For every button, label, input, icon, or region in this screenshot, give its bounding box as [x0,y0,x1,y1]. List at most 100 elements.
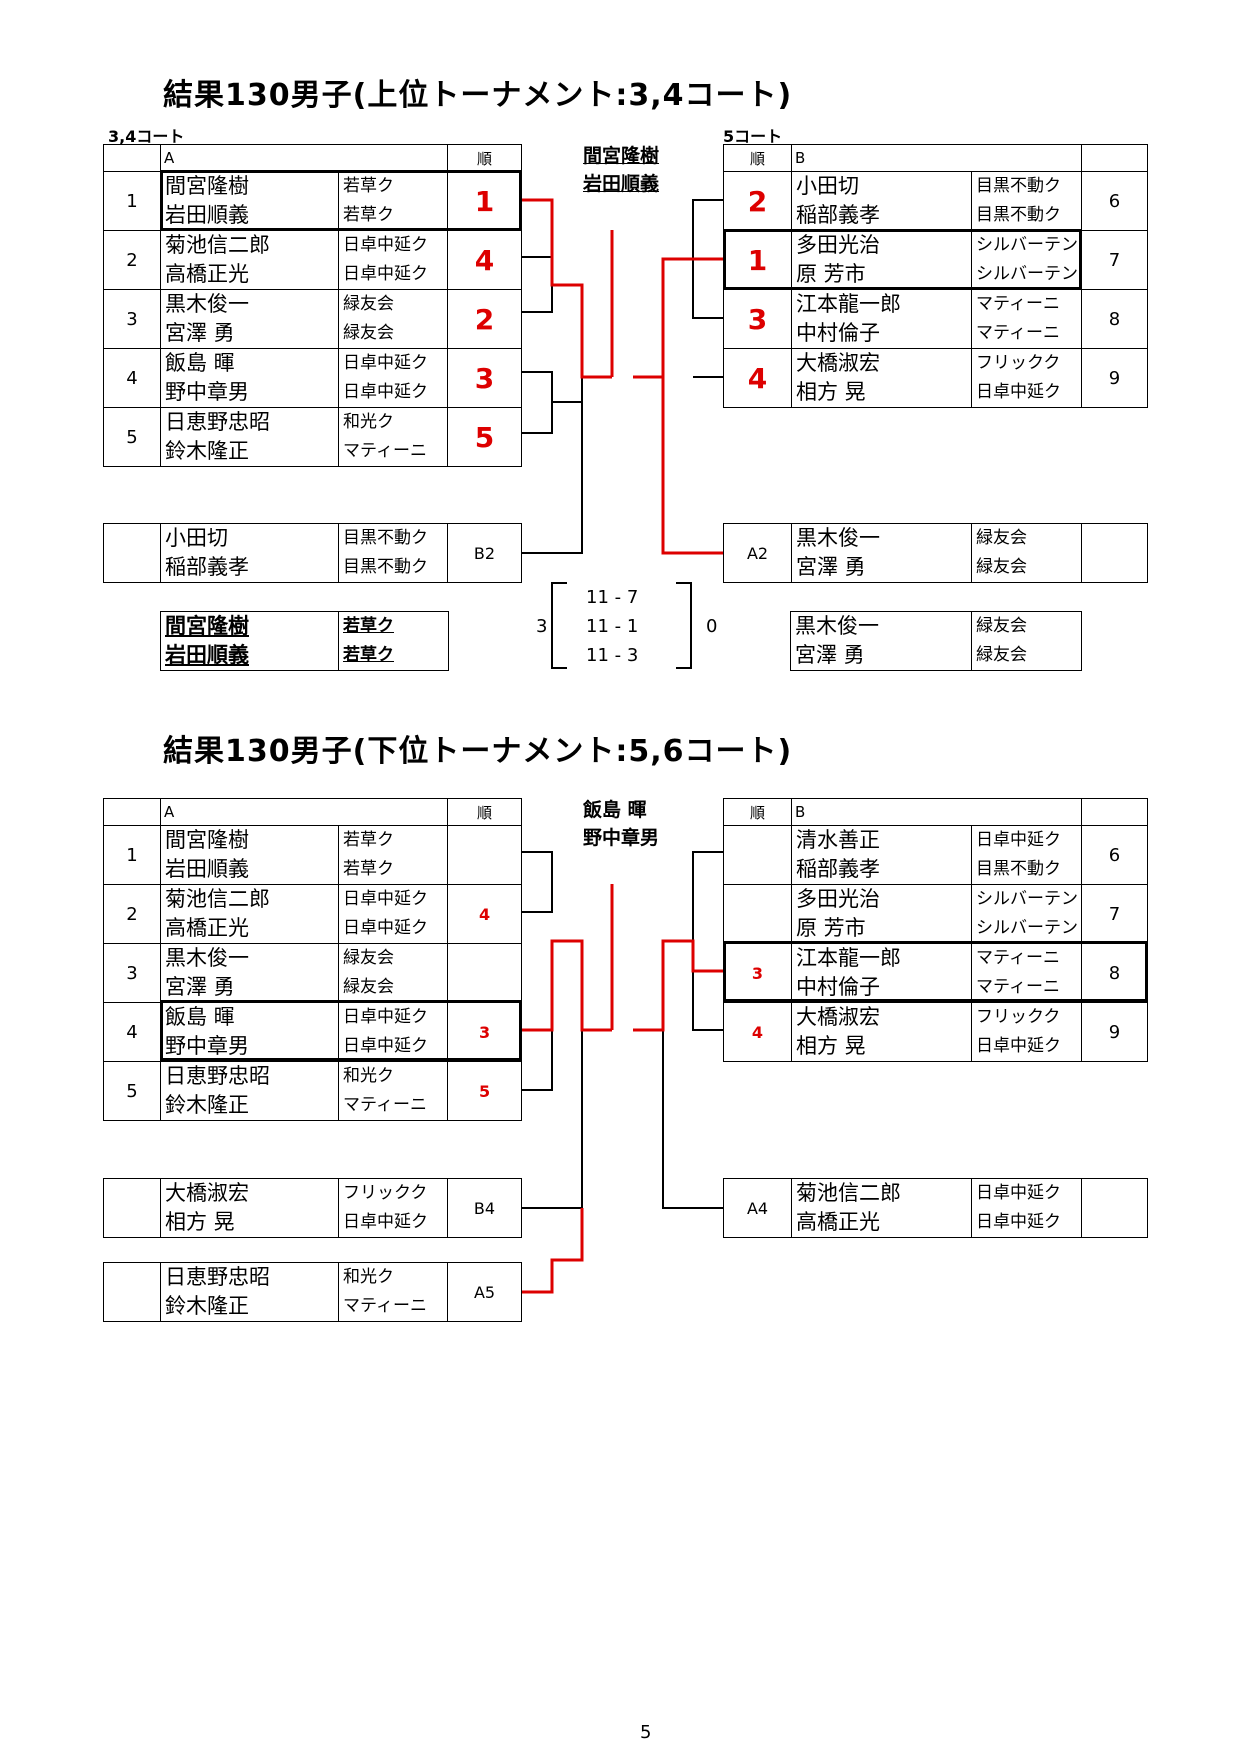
player-name: 小田切 [796,174,859,198]
player-name: 相方 晃 [165,1210,235,1234]
blank-cell [103,523,161,583]
upper-final-left-table: 間宮隆樹岩田順義 若草ク若草ク [160,611,449,671]
player-names: 日恵野忠昭鈴木隆正 [160,1262,339,1322]
club-names: シルバーテンシルバーテン [970,230,1083,290]
club-name: 日卓中延ク [343,382,428,402]
club-name: 日卓中延ク [976,830,1061,850]
player-name: 稲部義孝 [796,203,880,227]
club-names: 若草ク若草ク [337,171,449,231]
player-names: 黒木俊一宮澤 勇 [790,611,972,671]
table-row: 3 江本龍一郎中村倫子 マティーニマティーニ 8 [723,943,1149,1003]
table-row: 4 飯島 暉野中章男 日卓中延ク日卓中延ク 3 [103,348,523,408]
club-names: フリックク日卓中延ク [338,1178,448,1238]
blank-cell [103,1262,161,1322]
table-row: A2 黒木俊一宮澤 勇 緑友会緑友会 [723,523,1148,583]
player-name: 相方 晃 [796,1034,866,1058]
rank-value: 3 [447,348,523,408]
player-name: 間宮隆樹 [165,614,249,638]
player-name: 黒木俊一 [795,614,879,638]
seed-label: B2 [447,523,522,583]
club-name: 和光ク [343,1066,394,1086]
club-name: 若草ク [343,176,394,196]
player-names: 大橋淑宏相方 晃 [791,1002,972,1062]
final-game-2: 11 - 1 [586,616,639,637]
final-game-3: 11 - 3 [586,645,639,666]
player-name: 原 芳市 [796,916,866,940]
player-name: 宮澤 勇 [165,975,235,999]
table-row: 5 日恵野忠昭鈴木隆正 和光クマティーニ 5 [103,1061,523,1121]
lower-right-bracket-r1 [692,851,723,972]
blank-cell [1081,1178,1148,1238]
lower-left-extra1-table: 大橋淑宏相方 晃 フリックク日卓中延ク B4 [103,1178,522,1238]
entry-number: 8 [1081,289,1149,349]
group-b-header: B [790,798,1083,826]
table-row: 黒木俊一宮澤 勇 緑友会緑友会 [790,611,1082,671]
rank-value: 2 [447,289,523,349]
upper-left-bracket-r1 [522,256,553,313]
club-name: 若草ク [343,616,394,636]
lower-title: 結果130男子(下位トーナメント:5,6コート) [163,734,793,769]
club-names: 若草ク若草ク [338,611,449,671]
table-row: 4 大橋淑宏相方 晃 フリックク日卓中延ク 9 [723,1002,1149,1062]
entry-number: 2 [103,230,161,290]
club-name: 緑友会 [343,294,394,314]
table-row: 1 多田光治原 芳市 シルバーテンシルバーテン 7 [723,230,1149,290]
entry-number: 4 [103,348,161,408]
club-names: 緑友会緑友会 [971,611,1082,671]
player-names: 江本龍一郎中村倫子 [791,289,972,349]
entry-number: 7 [1081,230,1149,290]
rank-header: 順 [447,798,523,826]
table-row: 1 間宮隆樹岩田順義 若草ク若草ク 1 [103,171,523,231]
club-name: 若草ク [343,645,394,665]
upper-court-right-label: 5コート [723,127,783,146]
club-names: フリックク日卓中延ク [970,1002,1083,1062]
lower-left-bracket-r2 [522,1029,553,1091]
table-row: 2 菊池信二郎高橋正光 日卓中延ク日卓中延ク 4 [103,884,523,944]
entry-number: 9 [1081,348,1149,408]
rank-value: 4 [447,884,523,944]
player-name: 高橋正光 [796,1210,880,1234]
club-name: シルバーテン [976,264,1078,284]
player-name: 日恵野忠昭 [165,410,270,434]
player-name: 鈴木隆正 [165,439,249,463]
club-name: マティーニ [976,294,1060,314]
club-names: マティーニマティーニ [970,943,1083,1003]
player-name: 菊池信二郎 [796,1181,901,1205]
club-names: 緑友会緑友会 [337,943,449,1003]
lower-right-extra-table: A4 菊池信二郎高橋正光 日卓中延ク日卓中延ク [723,1178,1148,1238]
player-names: 大橋淑宏相方 晃 [791,348,972,408]
club-name: 目黒不動ク [976,176,1061,196]
table-row: 5 日恵野忠昭鈴木隆正 和光クマティーニ 5 [103,407,523,467]
club-names: 緑友会緑友会 [337,289,449,349]
upper-score-bracket-left [551,582,567,669]
upper-court-left-label: 3,4コート [108,127,185,146]
club-names: 日卓中延ク日卓中延ク [971,1178,1082,1238]
rank-value: 5 [447,1061,523,1121]
entry-number: 5 [103,1061,161,1121]
upper-left-bracket-r3 [552,284,583,403]
player-name: 岩田順義 [165,203,249,227]
final-right-games: 0 [706,616,718,637]
player-names: 菊池信二郎高橋正光 [160,230,339,290]
player-name: 高橋正光 [165,262,249,286]
final-game-1: 11 - 7 [586,587,639,608]
table-row: 大橋淑宏相方 晃 フリックク日卓中延ク B4 [103,1178,522,1238]
rank-value: 4 [723,1002,792,1062]
entry-number: 4 [103,1002,161,1062]
club-name: 日卓中延ク [343,1007,428,1027]
player-name: 日恵野忠昭 [165,1064,270,1088]
player-name: 黒木俊一 [165,946,249,970]
lower-left-bracket-r1 [522,851,553,913]
player-name: 小田切 [165,526,228,550]
club-name: 緑友会 [976,616,1027,636]
club-name: 若草ク [343,859,394,879]
club-name: 目黒不動ク [343,557,428,577]
club-name: 緑友会 [976,557,1027,577]
player-name: 黒木俊一 [796,526,880,550]
player-name: 大橋淑宏 [796,351,880,375]
blank-cell [1081,523,1148,583]
upper-champion: 間宮隆樹 岩田順義 [583,142,659,198]
